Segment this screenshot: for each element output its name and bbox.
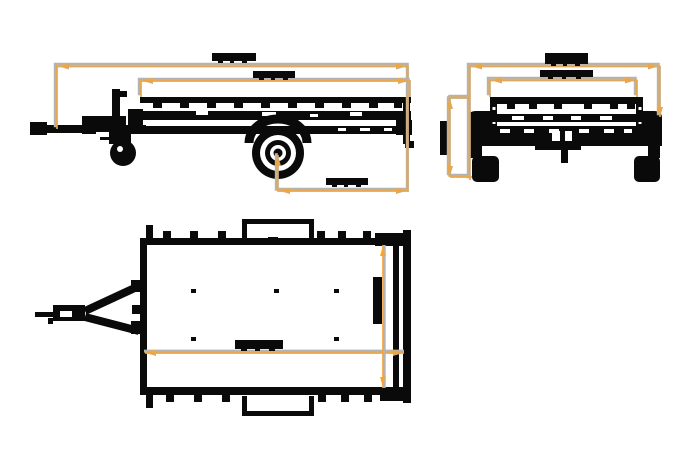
arrow-left [59,63,69,70]
front-left-tab [440,121,450,155]
front-axle-center [535,142,581,150]
plan-left-edge [140,238,147,395]
dimension-bed-width [486,70,638,97]
arrow-right [393,350,403,356]
arrow-right [648,63,658,70]
arrow-up [447,99,453,109]
jockey-post [112,89,120,127]
plan-bottom-edge [140,387,410,395]
plan-right-inner-edge [393,238,399,395]
plan-tailgate [403,230,411,403]
dimension-label-blob [253,71,295,80]
dimension-label-blob [326,178,368,187]
arrow-right [625,77,635,84]
dimension-bed-inner-width [380,245,386,388]
jockey-wheel [110,140,136,166]
dimension-label-blob [545,53,588,66]
front-center-jack [561,146,568,163]
plan-floor-dots [191,289,339,341]
arrow-down [657,107,663,117]
arrow-right [398,78,408,84]
side-view-trailer-body [95,97,414,148]
arrow-down [380,377,386,387]
fender [244,114,312,144]
front-view [440,53,663,182]
dimension-body-height [446,94,472,178]
plan-view [35,219,411,416]
arrow-right [396,188,406,194]
dimension-label-blob [235,340,283,351]
aframe-upper-arm [83,282,141,315]
dimension-overall-length [53,53,409,192]
arrow-left [472,63,482,70]
arrow-down [447,166,453,176]
plan-bottom-bracket [242,396,314,416]
arrow-left [146,350,156,356]
front-left-wheel [472,156,499,182]
plan-view-drawbar [35,280,141,335]
tow-eye [30,122,47,135]
dimension-bed-length [137,71,411,97]
side-top-rail [140,97,411,103]
plan-view-bed [140,219,411,416]
front-view-trailer-body [440,97,662,182]
dimension-label-blob [212,53,256,63]
plan-latch-bar [373,277,382,324]
front-plank-band [490,114,643,122]
side-view [30,53,414,194]
plan-tow-tip [35,312,54,317]
arrow-up [380,246,386,256]
dimension-axle-to-rear [274,153,408,194]
plan-bottom-cleats [146,395,372,408]
arrow-left [280,188,290,194]
dimension-bed-inner-length [144,340,404,356]
side-rail-tabs [153,103,402,108]
arrow-left [143,78,153,84]
plan-top-cleats [146,225,371,238]
arrow-right [396,63,406,70]
side-view-wheel-assembly [244,114,312,179]
side-view-hitch [30,89,146,166]
dimension-overall-width [466,53,663,180]
arrow-up [275,156,281,166]
side-front-support [128,109,143,128]
aframe-lower-arm [83,313,141,335]
arrow-left [492,77,502,84]
plan-top-bracket [242,219,314,243]
dimension-label-blob [540,70,593,79]
front-rail-tabs [507,104,635,109]
front-left-fender [468,111,490,126]
jockey-crank [119,91,127,97]
front-right-wheel [634,156,660,182]
front-top-rail [490,97,643,104]
